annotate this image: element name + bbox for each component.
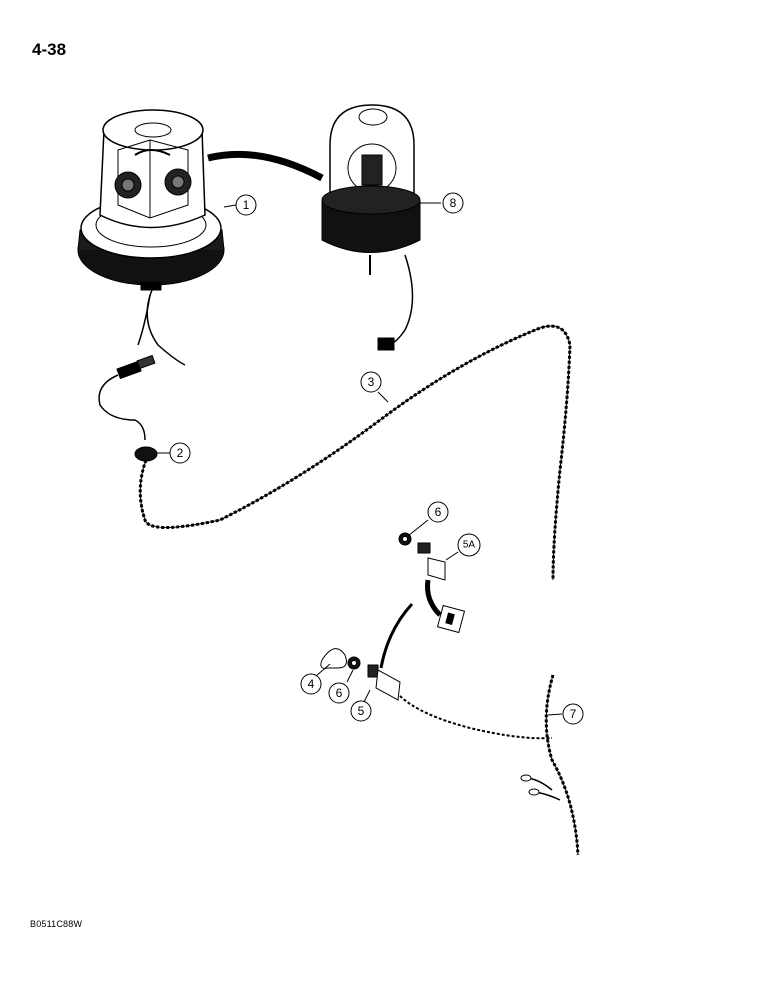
switch-assembly bbox=[320, 648, 553, 740]
callout-5: 5 bbox=[350, 700, 372, 722]
switch-arrow bbox=[379, 602, 414, 669]
callout-8: 8 bbox=[442, 192, 464, 214]
figure-code: B0511C88W bbox=[30, 919, 83, 929]
callout-8-label: 8 bbox=[450, 196, 457, 210]
page-number: 4-38 bbox=[32, 40, 67, 59]
callout-5a: 5A bbox=[457, 533, 481, 557]
callout-1: 1 bbox=[235, 194, 257, 216]
callout-7-label: 7 bbox=[570, 707, 577, 721]
wire-harness bbox=[138, 324, 572, 581]
callout-6-lower-label: 6 bbox=[336, 686, 343, 700]
callout-4-label: 4 bbox=[308, 677, 315, 691]
alternate-beacon-lamp bbox=[321, 104, 421, 351]
leader-lines bbox=[156, 202, 563, 716]
callout-1-label: 1 bbox=[243, 198, 250, 212]
lamp-connector bbox=[98, 354, 156, 441]
callout-3-label: 3 bbox=[368, 375, 375, 389]
alternate-arrow bbox=[207, 150, 324, 182]
callout-4: 4 bbox=[300, 673, 322, 695]
rotating-beacon-lamp bbox=[77, 109, 225, 366]
callout-7: 7 bbox=[562, 703, 584, 725]
callout-3: 3 bbox=[360, 371, 382, 393]
callout-5a-label: 5A bbox=[463, 540, 476, 551]
harness-7 bbox=[520, 674, 580, 856]
grommet bbox=[134, 446, 158, 462]
callout-6-upper-label: 6 bbox=[435, 505, 442, 519]
callout-2-label: 2 bbox=[177, 446, 184, 460]
callout-6-upper: 6 bbox=[427, 501, 449, 523]
callout-5-label: 5 bbox=[358, 704, 365, 718]
callout-6-lower: 6 bbox=[328, 682, 350, 704]
callout-2: 2 bbox=[169, 442, 191, 464]
switch-5a bbox=[398, 532, 466, 634]
